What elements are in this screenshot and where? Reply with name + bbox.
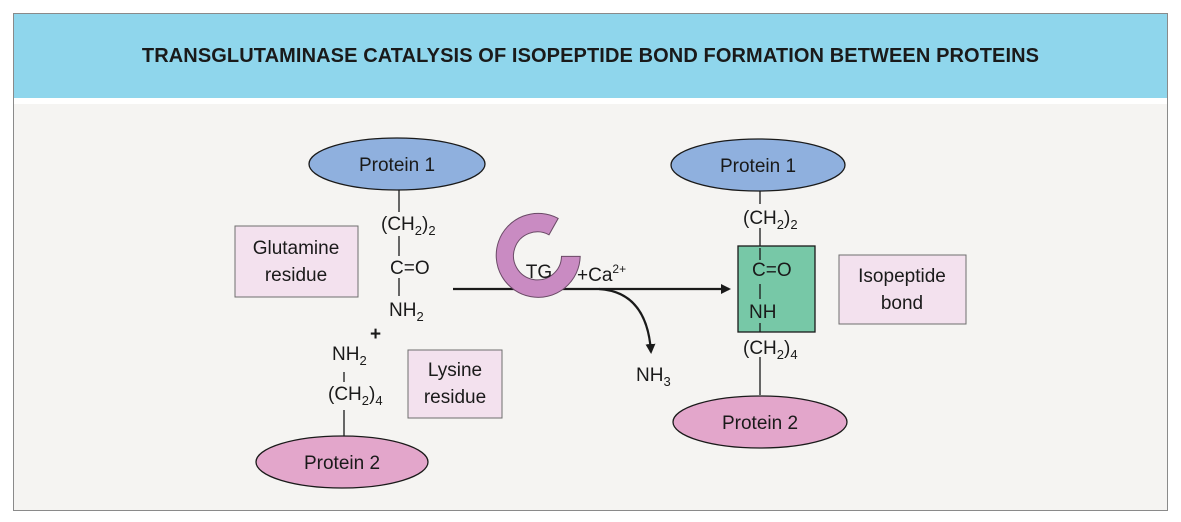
reaction-diagram: Protein 1 Glutamine residue (CH2)2 C=O N… <box>234 137 967 489</box>
right-protein2-label: Protein 2 <box>722 413 798 434</box>
lys-amine-nh2: NH2 <box>332 344 367 368</box>
right-protein1: Protein 1 <box>670 138 846 192</box>
svg-text:residue: residue <box>424 387 486 408</box>
lys-ch2-group: (CH2)4 <box>328 384 383 408</box>
product-ch2-top: (CH2)2 <box>743 208 798 232</box>
lysine-residue-label: Lysine residue <box>407 349 503 419</box>
product-nh: NH <box>749 302 776 323</box>
svg-text:Isopeptide: Isopeptide <box>858 266 946 287</box>
gln-ch2-group: (CH2)2 <box>381 214 436 238</box>
right-protein1-label: Protein 1 <box>720 156 796 177</box>
isopeptide-bond-label: Isopeptide bond <box>838 254 967 325</box>
gln-carbonyl: C=O <box>390 258 430 279</box>
right-protein2: Protein 2 <box>672 395 848 449</box>
product-carbonyl: C=O <box>752 260 792 281</box>
svg-text:bond: bond <box>881 293 923 314</box>
ammonia-byproduct: NH3 <box>636 365 671 389</box>
glutamine-residue-label: Glutamine residue <box>234 225 359 298</box>
isopeptide-bond-highlight: C=O NH <box>737 245 816 333</box>
enzyme-label: TG <box>526 262 552 283</box>
byproduct-arrow <box>598 287 656 354</box>
calcium-cofactor: +Ca2+ <box>577 262 626 286</box>
plus-sign: + <box>370 324 381 345</box>
svg-text:Glutamine: Glutamine <box>253 238 340 259</box>
svg-text:residue: residue <box>265 265 327 286</box>
left-protein2: Protein 2 <box>255 435 429 489</box>
product-ch2-bottom: (CH2)4 <box>743 338 798 362</box>
gln-amide-nh2: NH2 <box>389 300 424 324</box>
left-protein2-label: Protein 2 <box>304 453 380 474</box>
pac-shape-enzyme-icon <box>495 212 581 298</box>
svg-text:Lysine: Lysine <box>428 360 482 381</box>
figure-title: TRANSGLUTAMINASE CATALYSIS OF ISOPEPTIDE… <box>141 44 1040 67</box>
title-banner: TRANSGLUTAMINASE CATALYSIS OF ISOPEPTIDE… <box>14 14 1167 104</box>
left-protein1-label: Protein 1 <box>359 155 435 176</box>
figure-panel: TRANSGLUTAMINASE CATALYSIS OF ISOPEPTIDE… <box>13 13 1168 511</box>
left-protein1: Protein 1 <box>308 137 486 191</box>
